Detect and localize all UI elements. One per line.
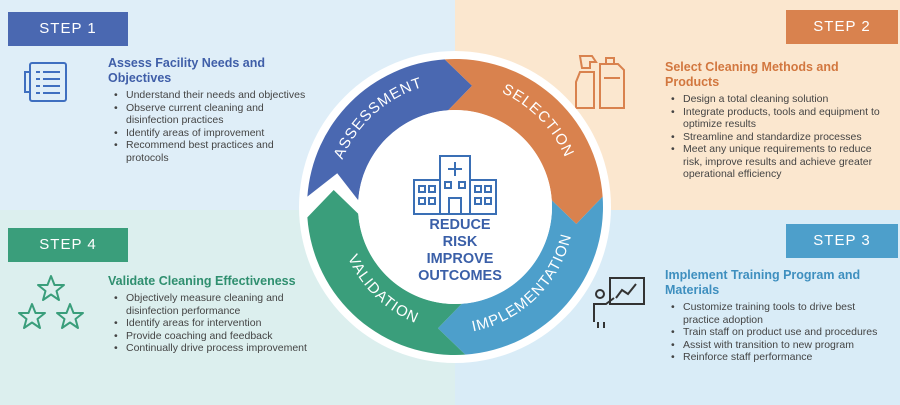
step-3-tab: STEP 3 [786,224,898,258]
hospital-icon [413,155,497,215]
step-4-content: Validate Cleaning Effectiveness Objectiv… [108,274,308,355]
step-1-content: Assess Facility Needs and Objectives Und… [108,56,308,164]
wheel-segment-selection [444,59,603,225]
wheel-center [358,110,552,304]
step-2-title: Select Cleaning Methods and Products [665,60,839,89]
wheel-center-text: REDUCE RISK IMPROVE OUTCOMES [395,217,525,285]
list-item: Observe current cleaning and disinfectio… [114,102,308,127]
list-item: Meet any unique requirements to reduce r… [671,143,885,181]
list-item: Train staff on product use and procedure… [671,326,885,339]
stars-icon [18,275,84,329]
wheel-segment-implementation [437,196,603,355]
step-3-content: Implement Training Program and Materials… [665,268,885,364]
wheel-segment-assessment [307,59,473,201]
center-line: RISK [442,234,478,250]
list-item: Continually drive process improvement [114,342,308,355]
step-2-content: Select Cleaning Methods and Products Des… [665,60,885,181]
center-line: OUTCOMES [418,268,502,284]
center-line: REDUCE [429,217,491,233]
list-item: Streamline and standardize processes [671,131,885,144]
step-3-title: Implement Training Program and Materials [665,268,861,297]
list-item: Customize training tools to drive best p… [671,301,885,326]
list-item: Integrate products, tools and equipment … [671,106,885,131]
step-1-title: Assess Facility Needs and Objectives [108,56,266,85]
spray-bottle-icon [575,55,625,109]
list-item: Identify areas of improvement [114,127,308,140]
list-item: Assist with transition to new program [671,339,885,352]
list-item: Provide coaching and feedback [114,330,308,343]
list-item: Reinforce staff performance [671,351,885,364]
list-item: Understand their needs and objectives [114,89,308,102]
step-1-tab: STEP 1 [8,12,128,46]
list-item: Identify areas for intervention [114,317,308,330]
step-4-title: Validate Cleaning Effectiveness [108,274,296,288]
center-line: IMPROVE [426,251,494,267]
step-2-tab: STEP 2 [786,10,898,44]
step-4-tab: STEP 4 [8,228,128,262]
list-item: Recommend best practices and protocols [114,139,308,164]
list-item: Objectively measure cleaning and disinfe… [114,292,308,317]
wheel-segment-validation [307,189,466,355]
presentation-icon [593,277,645,328]
clipboard-icon [24,62,67,102]
list-item: Design a total cleaning solution [671,93,885,106]
